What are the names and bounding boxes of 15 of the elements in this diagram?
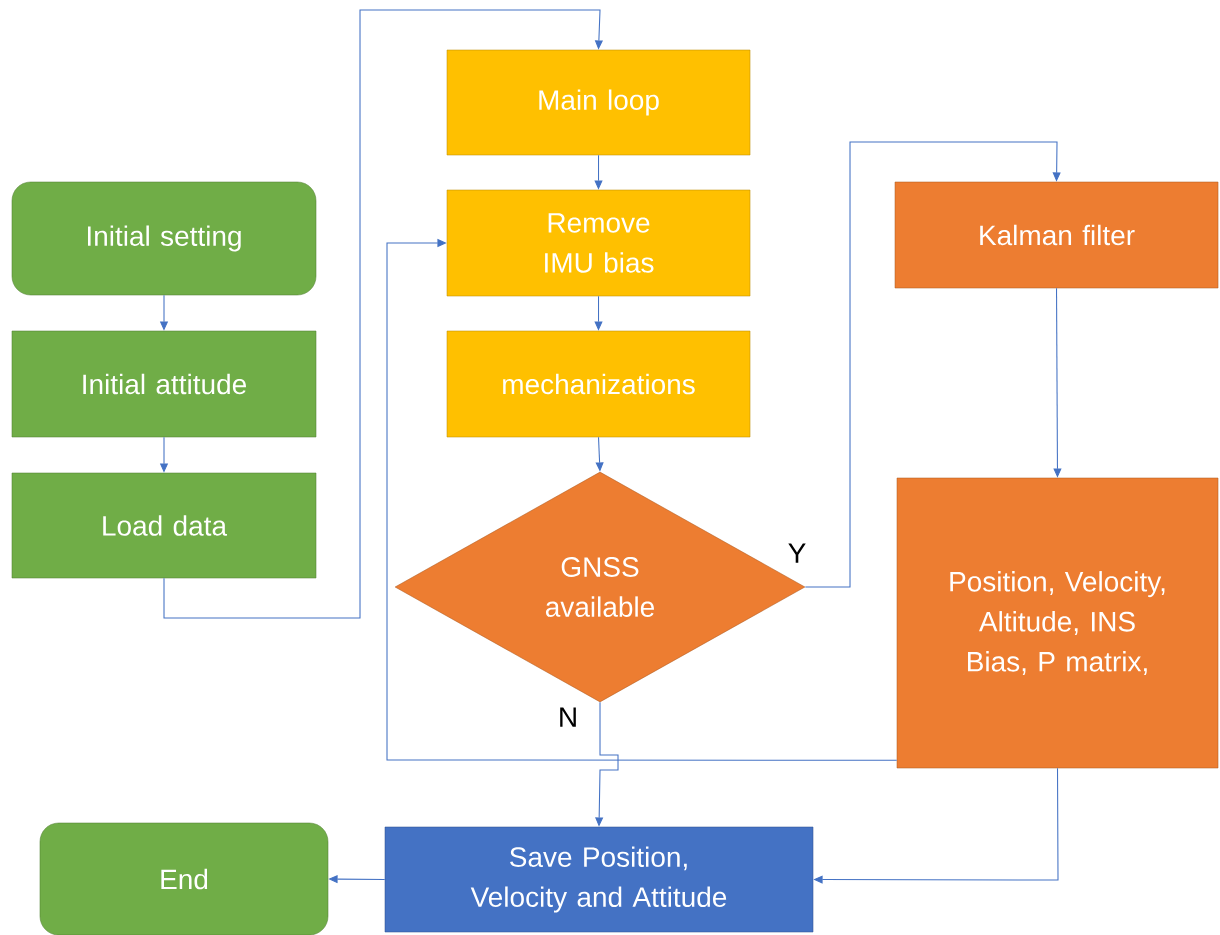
process-box: Position, Velocity, Altitude, INS Bias, P matrix, (896, 477, 1219, 769)
arrow (804, 141, 1061, 588)
edge-label: Y (786, 542, 808, 564)
process-box: Save Position, Velocity and Attitude (384, 826, 814, 933)
arrow (163, 9, 603, 619)
terminal-box: Initial setting (11, 181, 317, 296)
process-box: Load data (11, 472, 317, 579)
edge-label: N (556, 706, 580, 728)
terminal-box: End (39, 822, 329, 935)
arrow (386, 238, 898, 761)
process-box: mechanizations (446, 330, 751, 438)
process-box: Kalman filter (894, 181, 1219, 289)
process-box: Main loop (446, 49, 751, 156)
process-box: Initial attitude (11, 330, 317, 438)
process-box: Remove IMU bias (446, 189, 751, 297)
